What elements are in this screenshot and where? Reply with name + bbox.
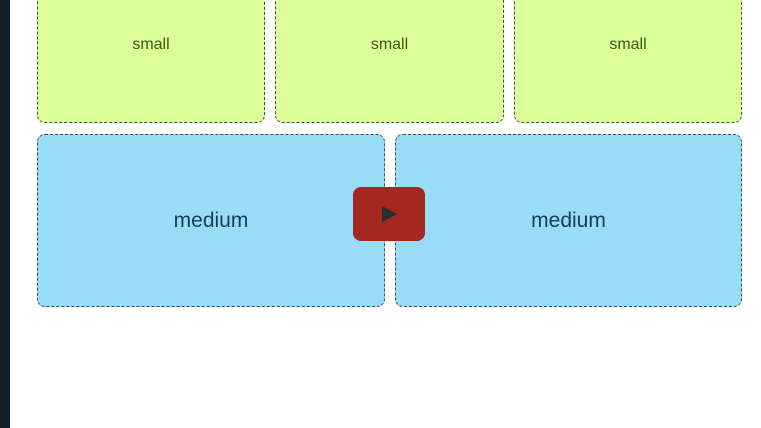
small-tile-1: small <box>37 0 265 123</box>
small-tile-label: small <box>132 36 170 53</box>
left-edge-strip <box>0 0 10 428</box>
small-tile-3: small <box>514 0 742 123</box>
play-icon <box>382 206 397 222</box>
medium-tile-label: medium <box>173 208 249 232</box>
small-tile-label: small <box>370 36 409 53</box>
medium-tile-1: medium <box>37 134 385 307</box>
small-tile-2: small <box>275 0 504 123</box>
medium-tile-2: medium <box>395 134 742 307</box>
medium-tile-label: medium <box>531 208 606 232</box>
play-button[interactable] <box>353 187 425 241</box>
small-tile-label: small <box>609 36 647 53</box>
